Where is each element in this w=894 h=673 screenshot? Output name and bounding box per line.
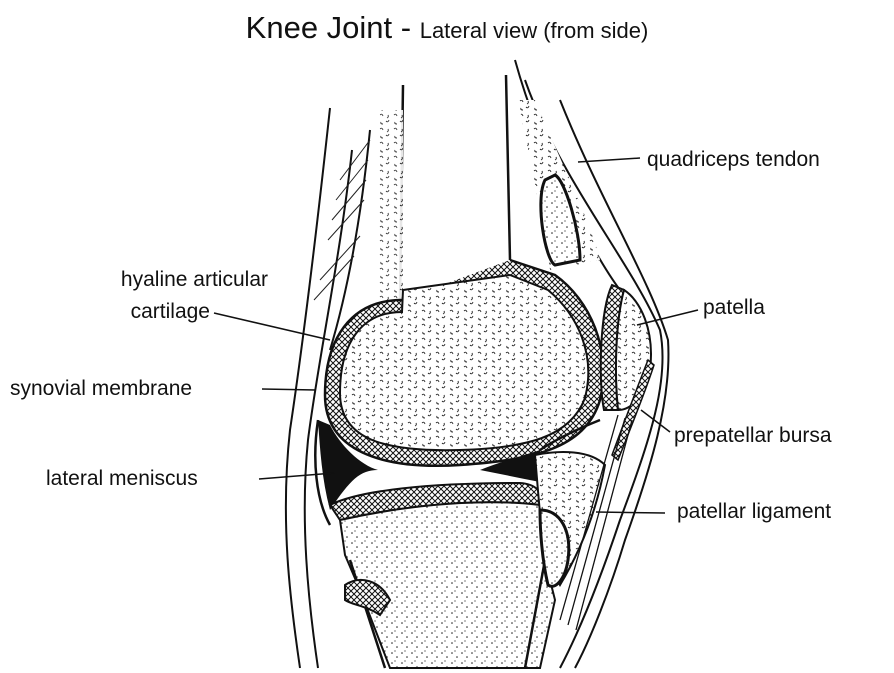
label-patella: patella xyxy=(703,296,765,320)
label-quadriceps-tendon: quadriceps tendon xyxy=(647,148,820,172)
label-prepatellar-bursa: prepatellar bursa xyxy=(674,424,832,448)
label-hyaline-line2: cartilage xyxy=(60,300,210,324)
label-hyaline-line1: hyaline articular xyxy=(60,268,268,292)
label-lateral-meniscus: lateral meniscus xyxy=(46,467,198,491)
suprapatellar-pad xyxy=(541,175,580,265)
patella-bone xyxy=(616,290,651,410)
label-synovial-membrane: synovial membrane xyxy=(10,377,192,401)
femoral-condyle xyxy=(340,275,588,450)
label-patellar-ligament: patellar ligament xyxy=(677,500,831,524)
femur-cortex-left xyxy=(378,110,403,300)
